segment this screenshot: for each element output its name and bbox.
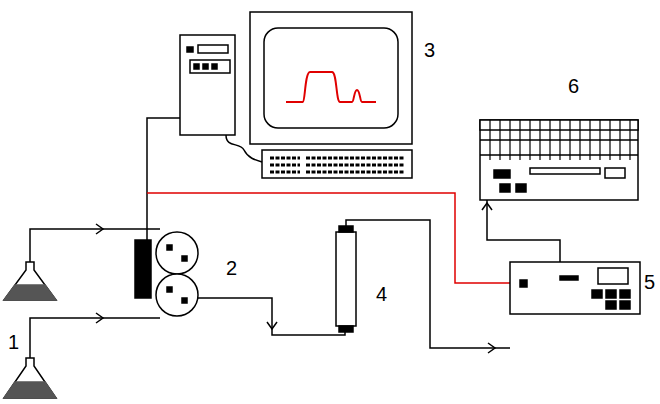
callout-number: 1 <box>8 332 19 352</box>
fraction-collector <box>480 120 638 200</box>
monitor <box>250 12 412 144</box>
flow-arrow <box>267 322 277 329</box>
keyboard <box>226 135 412 178</box>
tube-divider <box>509 120 510 160</box>
tube-dividers <box>490 120 630 160</box>
tube-divider <box>569 120 570 160</box>
tube-divider <box>539 120 540 160</box>
callout-number: 5 <box>644 272 655 292</box>
tube-divider <box>519 120 520 160</box>
column <box>336 220 510 353</box>
solvent-flask <box>4 313 160 398</box>
tube-divider <box>499 120 500 160</box>
tube-divider <box>609 120 610 160</box>
computer-tower <box>180 35 235 135</box>
tubing <box>198 298 345 335</box>
tube-divider <box>559 120 560 160</box>
tube-divider <box>629 120 630 160</box>
callout-number: 2 <box>226 258 237 278</box>
tube-divider <box>529 120 530 160</box>
tube-divider <box>579 120 580 160</box>
signal-wire <box>147 193 510 283</box>
callout-number: 3 <box>424 40 435 60</box>
tube-divider <box>599 120 600 160</box>
callout-number: 4 <box>376 284 387 304</box>
solvent-flask <box>4 224 160 300</box>
tube-divider <box>619 120 620 160</box>
pump <box>135 232 198 316</box>
tube-divider <box>549 120 550 160</box>
tube-divider <box>489 120 490 160</box>
control-wire <box>147 118 180 240</box>
detector <box>482 200 640 314</box>
tube-divider <box>589 120 590 160</box>
callout-number: 6 <box>568 76 579 96</box>
